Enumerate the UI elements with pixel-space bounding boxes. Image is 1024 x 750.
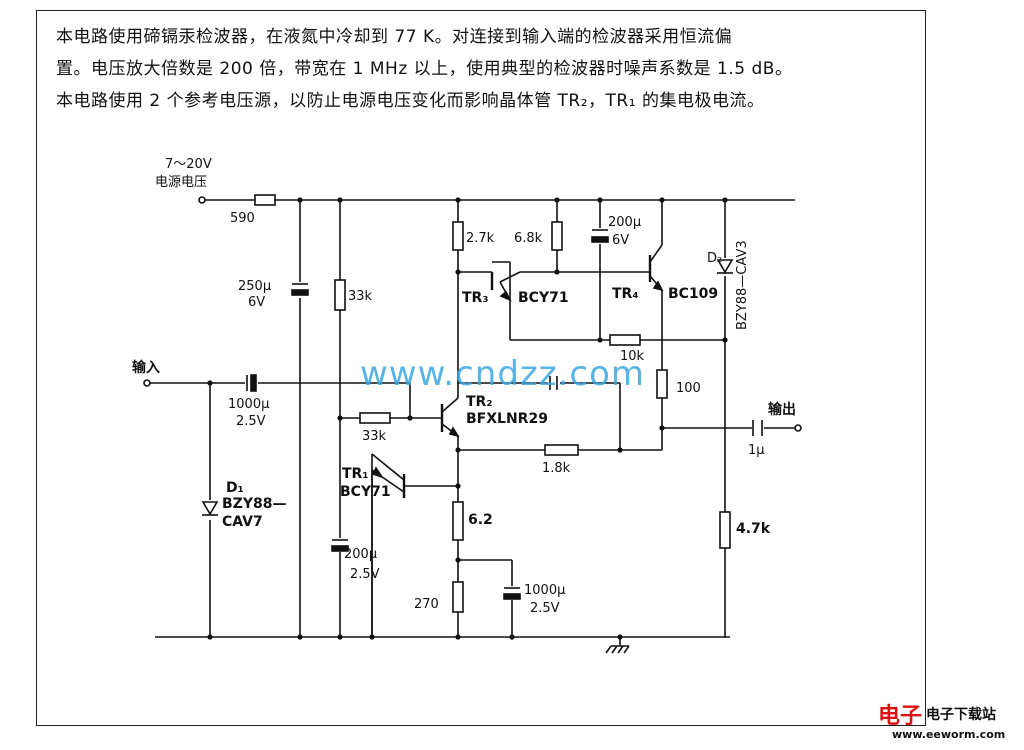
r-2-7k-label: 2.7k	[466, 231, 495, 246]
c-200u-low-label: 200μ	[344, 547, 377, 562]
diode-d2	[716, 259, 734, 274]
resistor-33k-top	[334, 279, 346, 311]
d1-part-a-label: BZY88—	[222, 496, 286, 512]
resistor-4-7k	[719, 511, 731, 549]
description-line-3: 本电路使用 2 个参考电压源，以防止电源电压变化而影响晶体管 TR₂，TR₁ 的…	[56, 91, 765, 111]
resistor-10k	[609, 334, 641, 346]
ground-icon	[605, 637, 630, 654]
c-1000u-low-label: 1000μ	[524, 583, 565, 598]
transistor-tr2	[440, 397, 460, 438]
diode-d1	[201, 501, 219, 516]
resistor-270	[452, 581, 464, 613]
description-line-1: 本电路使用碲镉汞检波器，在液氮中冷却到 77 K。对连接到输入端的检波器采用恒流…	[56, 27, 733, 47]
capacitor-center-coupling	[549, 376, 558, 390]
logo-name: 电子下载站	[926, 707, 996, 723]
supply-name-label: 电源电压	[155, 175, 207, 190]
capacitor-1000u-input	[246, 374, 257, 392]
tr2-name-label: TR₂	[466, 394, 492, 410]
transistor-tr3	[490, 261, 521, 302]
c-1000u-input-label: 1000μ	[228, 397, 269, 412]
output-label: 输出	[768, 401, 796, 418]
d1-part-b-label: CAV7	[222, 514, 263, 530]
resistor-33k-bias	[359, 412, 391, 424]
tr3-name-label: TR₃	[462, 290, 488, 306]
resistor-2-7k	[452, 221, 464, 251]
input-terminal	[143, 379, 151, 387]
capacitor-200u-top	[591, 229, 609, 243]
transistor-tr1	[371, 453, 406, 637]
r-1-8k-label: 1.8k	[542, 461, 571, 476]
c-250u-label: 250μ	[238, 279, 271, 294]
watermark-text: www.cndzz.com	[360, 354, 646, 394]
output-terminal	[794, 424, 802, 432]
r-100-label: 100	[676, 381, 701, 396]
r-33k-top-label: 33k	[348, 289, 373, 304]
tr4-part-label: BC109	[668, 286, 718, 302]
resistor-590	[254, 194, 276, 206]
transistor-tr4	[648, 244, 664, 292]
d2-name-label: D₂	[707, 251, 722, 266]
tr4-name-label: TR₄	[612, 286, 638, 302]
c-250u-voltage-label: 6V	[248, 295, 265, 310]
r-590-label: 590	[230, 211, 255, 226]
logo-chars: 电子	[878, 704, 923, 729]
c-1u-label: 1μ	[748, 443, 765, 458]
c-1000u-input-voltage-label: 2.5V	[236, 414, 266, 429]
capacitor-250u	[291, 283, 309, 296]
capacitor-200u-low	[331, 539, 349, 552]
capacitor-1000u-low	[503, 587, 521, 600]
r-6-8k-label: 6.8k	[514, 231, 543, 246]
tr1-part-label: BCY71	[340, 484, 391, 500]
tr3-part-label: BCY71	[518, 290, 569, 306]
capacitor-1u-output	[752, 420, 763, 436]
c-200u-top-voltage-label: 6V	[612, 233, 629, 248]
tr1-name-label: TR₁	[342, 466, 368, 482]
d1-name-label: D₁	[226, 480, 244, 496]
resistor-6-8k	[551, 221, 563, 251]
supply-terminal	[198, 196, 206, 204]
c-200u-top-label: 200μ	[608, 215, 641, 230]
c-1000u-low-voltage-label: 2.5V	[530, 601, 560, 616]
tr2-part-label: BFXLNR29	[466, 411, 548, 427]
resistor-6-2	[452, 501, 464, 541]
r-6-2-label: 6.2	[468, 512, 493, 528]
figure-frame	[36, 10, 926, 726]
input-label: 输入	[132, 359, 160, 376]
d2-part-label: BZY88—CAV3	[735, 240, 750, 330]
r-4-7k-label: 4.7k	[736, 521, 771, 537]
c-200u-low-voltage-label: 2.5V	[350, 567, 380, 582]
r-10k-label: 10k	[620, 349, 645, 364]
resistor-1-8k	[544, 444, 579, 456]
supply-range-label: 7～20V	[165, 157, 212, 172]
site-logo: 电子 电子下载站 www.eeworm.com	[874, 688, 1024, 750]
r-33k-bias-label: 33k	[362, 429, 387, 444]
r-270-label: 270	[414, 597, 439, 612]
logo-url: www.eeworm.com	[892, 728, 1006, 741]
resistor-100	[656, 369, 668, 399]
description-line-2: 置。电压放大倍数是 200 倍，带宽在 1 MHz 以上，使用典型的检波器时噪声…	[56, 59, 793, 79]
